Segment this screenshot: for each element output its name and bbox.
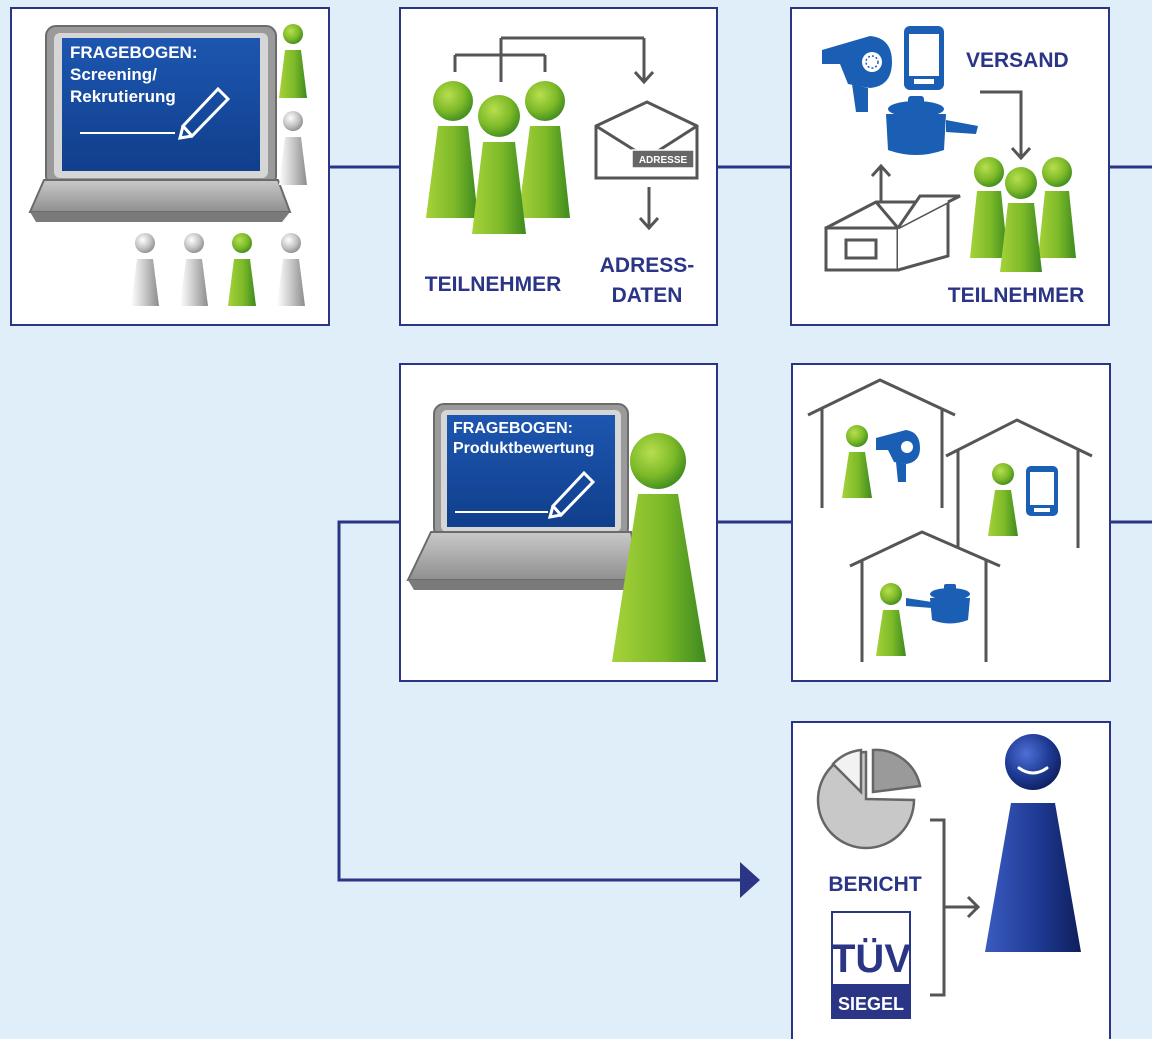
laptop-icon <box>28 25 292 222</box>
person-green-small <box>876 583 906 656</box>
person-gray-small <box>277 233 305 306</box>
screen1-line3: Rekrutierung <box>70 87 176 106</box>
participants-group-icon <box>426 81 570 234</box>
cooking-pot-icon <box>886 96 978 155</box>
house-icon <box>807 378 956 508</box>
connectors <box>329 165 1152 882</box>
person-green-large <box>612 433 706 662</box>
laptop-icon <box>406 403 642 590</box>
participants-group-icon <box>970 157 1076 272</box>
participants-label: TEILNEHMER <box>948 284 1085 307</box>
house-icon <box>945 418 1093 548</box>
envelope-stamp: ADRESSE <box>639 155 688 166</box>
hairdryer-icon <box>876 430 920 482</box>
participants-label: TEILNEHMER <box>425 273 562 296</box>
panel-home-use <box>791 363 1111 682</box>
box-icon <box>824 194 961 272</box>
person-green-small <box>279 24 307 98</box>
smartphone-icon <box>904 26 944 90</box>
connector-4-to-6 <box>337 520 742 882</box>
tuv-logo: TÜV <box>831 936 911 981</box>
shipping-arrows <box>870 90 1032 206</box>
person-green-small <box>988 463 1018 536</box>
envelope-icon <box>594 100 699 180</box>
pen-icon <box>177 86 231 140</box>
screen1-line2: Screening/ <box>70 65 157 84</box>
pie-chart-icon <box>816 748 922 850</box>
person-green-small <box>842 425 872 498</box>
shipping-label: VERSAND <box>966 49 1069 72</box>
cooking-pot-icon <box>906 584 970 624</box>
report-label: BERICHT <box>828 873 922 896</box>
address-label-line2: DATEN <box>612 284 683 307</box>
person-gray-small <box>180 233 208 306</box>
screen2-title: FRAGEBOGEN: <box>453 420 573 437</box>
tuv-seal-icon <box>831 911 911 1019</box>
house-icon <box>849 530 1001 662</box>
smartphone-icon <box>1026 466 1058 516</box>
pen-icon <box>547 470 596 519</box>
bracket-arrow <box>930 818 981 997</box>
person-green-small <box>228 233 256 306</box>
person-gray-small <box>131 233 159 306</box>
split-arrows <box>453 36 660 231</box>
screen2-line2: Produktbewertung <box>453 440 594 457</box>
hairdryer-icon <box>822 36 892 112</box>
screen1-title: FRAGEBOGEN: <box>70 43 198 62</box>
connector-arrowhead <box>740 862 760 898</box>
person-blue-large <box>985 734 1081 952</box>
address-label-line1: ADRESS- <box>600 254 695 277</box>
seal-label: SIEGEL <box>838 994 904 1014</box>
person-gray-small <box>279 111 307 185</box>
